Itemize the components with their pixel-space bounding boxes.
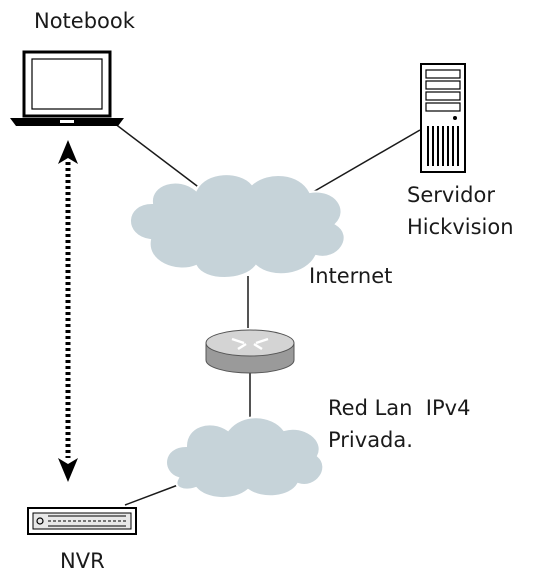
nvr-device-icon bbox=[27, 507, 137, 535]
laptop-icon bbox=[10, 50, 124, 126]
lan-label-line2: Privada. bbox=[328, 428, 413, 452]
server-label-line1: Servidor bbox=[407, 183, 495, 207]
lan-cloud-icon bbox=[165, 416, 325, 499]
lan-label-line1: Red Lan IPv4 bbox=[328, 396, 471, 420]
internet-cloud-icon bbox=[129, 173, 346, 279]
arrow-down-head bbox=[58, 458, 78, 482]
link-notebook-internet bbox=[109, 119, 206, 193]
link-lan-nvr bbox=[124, 484, 179, 506]
notebook-label: Notebook bbox=[34, 9, 135, 33]
server-label-line2: Hickvision bbox=[407, 215, 514, 239]
dotted-double-arrow bbox=[58, 140, 78, 482]
arrow-up-head bbox=[58, 140, 78, 164]
nvr-label: NVR bbox=[60, 549, 105, 573]
internet-label: Internet bbox=[309, 264, 393, 288]
link-server-internet bbox=[312, 129, 421, 193]
server-tower-icon bbox=[420, 63, 466, 173]
router-icon bbox=[205, 329, 295, 374]
